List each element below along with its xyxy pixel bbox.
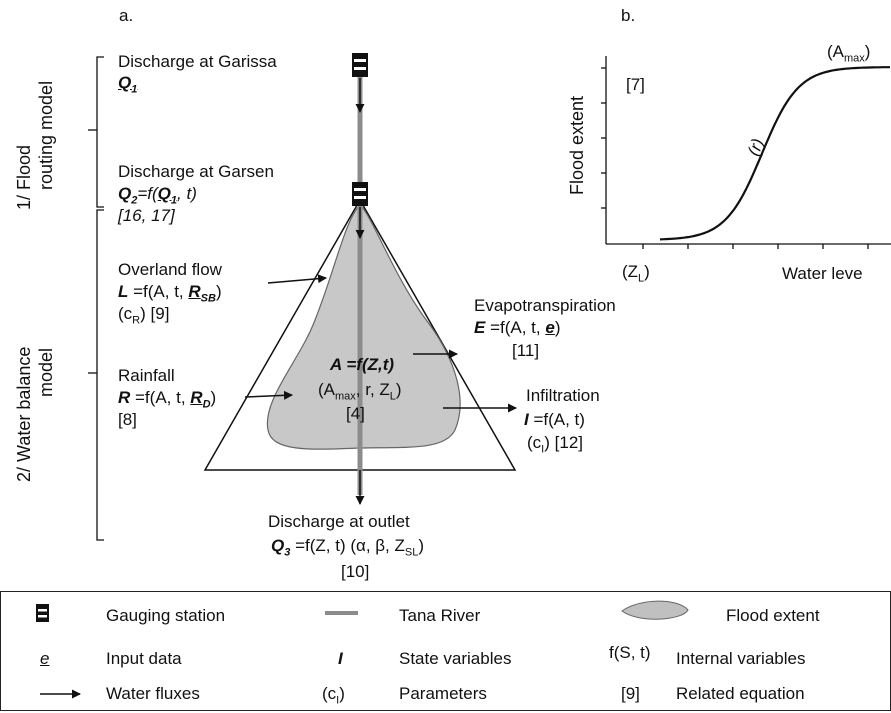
legend-gauging-label: Gauging station [106, 606, 226, 625]
overland-flow-arrow [267, 274, 327, 284]
overland-params: (cR) [9] [118, 304, 170, 327]
infil-title: Infiltration [526, 386, 600, 405]
water-balance-label-1: 2/ Water balance [14, 346, 34, 482]
garsen-refs: [16, 17] [118, 206, 175, 225]
gauging-station-garissa [352, 53, 368, 77]
rainfall-arrow [244, 390, 293, 400]
area-params: (Amax, r, ZL) [318, 380, 402, 403]
garissa-title: Discharge at Garissa [118, 52, 277, 71]
panel-b-zl: (ZL) [622, 262, 650, 285]
legend-param-symbol: (cI) [322, 684, 345, 707]
legend-eq-label: Related equation [676, 684, 805, 703]
legend-fluxes-label: Water fluxes [106, 684, 200, 703]
outlet-equation: Q3 =f(Z, t) (α, β, ZSL) [271, 536, 425, 559]
panel-b-amax: (Amax) [827, 42, 871, 65]
sigmoid-curve [659, 66, 890, 241]
rainfall-equation: R =f(A, t, RD) [118, 388, 217, 411]
area-equation: A =f(Z,t) [330, 355, 395, 374]
panel-b-xlabel: Water leve [782, 264, 863, 283]
infil-equation: I =f(A, t) [524, 410, 585, 429]
flood-routing-label-1: 1/ Flood [14, 144, 34, 210]
panel-b-ylabel: Flood extent [567, 95, 587, 195]
evapo-ref: [11] [512, 341, 540, 360]
water-balance-label-2: model [36, 347, 56, 397]
water-balance-bracket [88, 209, 104, 541]
legend-param-label: Parameters [399, 684, 487, 703]
legend-input-symbol: e [40, 649, 50, 668]
legend-flood-label: Flood extent [726, 606, 820, 625]
panel-b-axes [601, 56, 891, 249]
legend-input-label: Input data [106, 649, 182, 668]
rainfall-title: Rainfall [118, 366, 175, 385]
garsen-equation: Q2=f(Q1, t) [118, 184, 197, 207]
legend-flood-icon [621, 600, 689, 620]
legend-river-label: Tana River [399, 606, 481, 625]
area-ref: [4] [346, 404, 365, 423]
flood-routing-bracket [88, 56, 104, 208]
legend-internal-symbol: f(S, t) [609, 643, 651, 662]
overland-equation: L =f(A, t, RSB) [118, 282, 222, 305]
legend-state-label: State variables [399, 649, 512, 668]
evapo-title: Evapotranspiration [474, 296, 616, 315]
evapo-equation: E =f(A, t, e) [474, 318, 561, 337]
garsen-title: Discharge at Garsen [118, 162, 274, 181]
legend-internal-label: Internal variables [676, 649, 806, 668]
outlet-ref: [10] [341, 562, 370, 581]
garissa-var: Q1 [118, 73, 138, 96]
gauging-station-garsen [352, 182, 368, 206]
outlet-title: Discharge at outlet [268, 512, 410, 531]
legend-gauging-icon [36, 604, 49, 622]
panel-a-label: a. [119, 6, 134, 25]
overland-title: Overland flow [118, 260, 222, 279]
legend-state-symbol: I [338, 649, 343, 668]
flood-routing-label-2: routing model [36, 80, 56, 190]
rainfall-ref: [8] [118, 410, 137, 429]
legend-eq-symbol: [9] [621, 684, 640, 703]
panel-b-label: b. [621, 6, 636, 25]
infil-params: (cI) [12] [527, 433, 583, 456]
panel-b-ref: [7] [626, 75, 645, 94]
